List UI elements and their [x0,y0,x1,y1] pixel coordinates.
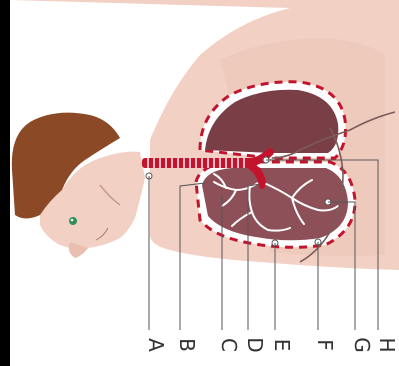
label-e: E [270,339,294,352]
label-h: H [375,337,399,352]
eye-highlight [71,219,74,222]
label-a: A [144,338,168,352]
label-g: G [350,337,374,353]
trachea [142,158,254,168]
label-c: C [217,338,241,352]
label-d: D [243,337,267,352]
left-edge-bar [0,0,10,366]
label-b: B [175,338,199,352]
labels: A B C D E F G H [144,337,399,353]
label-f: F [313,339,337,351]
eye [69,217,77,225]
